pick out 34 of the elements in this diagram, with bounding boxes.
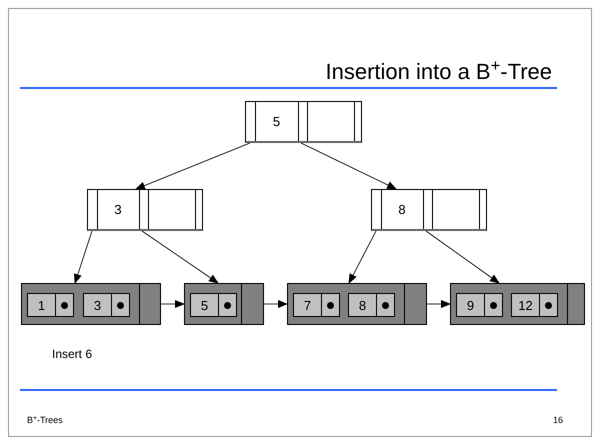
index-node xyxy=(87,189,203,231)
index-node xyxy=(245,101,362,143)
index-node xyxy=(371,189,487,231)
key-cell xyxy=(83,293,130,317)
key-label: 8 xyxy=(398,203,406,216)
key-label: 9 xyxy=(466,298,474,312)
key-label: 8 xyxy=(358,298,366,312)
slide-title: Insertion into a B$^{+}$-Tree xyxy=(326,58,552,86)
leaf-node xyxy=(450,283,585,325)
key-cell xyxy=(293,293,340,317)
key-label: 1 xyxy=(38,298,46,312)
key-label: 3 xyxy=(94,298,102,312)
arrow xyxy=(74,230,92,284)
leaf-node xyxy=(184,283,264,325)
key-label: 3 xyxy=(114,203,122,216)
key-label: 7 xyxy=(304,298,312,312)
key-cell xyxy=(456,293,503,317)
arrow xyxy=(426,230,500,284)
key-cell xyxy=(27,293,74,317)
arrow xyxy=(348,230,376,284)
note-text: Insert 6 xyxy=(52,346,92,363)
note-text: 16 xyxy=(553,414,564,427)
arrow xyxy=(300,142,397,190)
note-text: B$^{+}$-Trees xyxy=(27,414,63,427)
key-cell xyxy=(511,293,558,317)
key-label: 12 xyxy=(518,298,533,312)
leaf-node xyxy=(21,283,161,325)
key-cell xyxy=(190,293,237,317)
arrow xyxy=(135,142,250,190)
leaf-node xyxy=(287,283,427,325)
arrow xyxy=(142,230,219,284)
key-label: 5 xyxy=(272,115,280,128)
key-cell xyxy=(348,293,395,317)
key-label: 5 xyxy=(200,298,208,312)
